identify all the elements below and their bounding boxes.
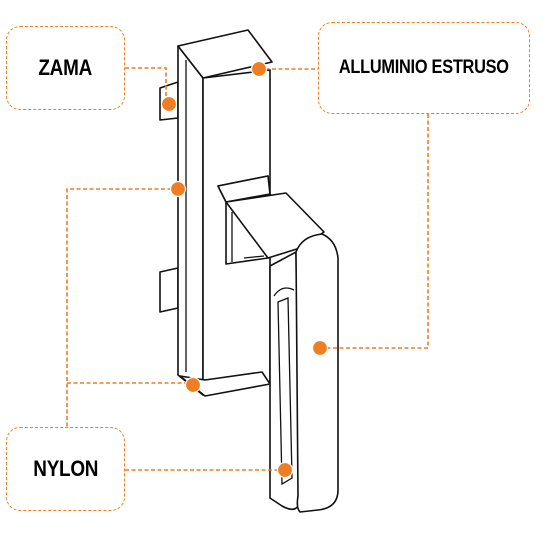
marker-nylon-bar — [169, 180, 187, 198]
leader-zama — [125, 67, 167, 104]
marker-alu-lever — [311, 339, 329, 357]
lower-tab — [159, 267, 179, 313]
rose-top — [217, 175, 271, 203]
bar-front — [177, 45, 204, 396]
callout-nylon: NYLON — [6, 427, 125, 511]
bar-bottom-cap — [179, 371, 271, 397]
leader-nylon-top — [66, 188, 178, 427]
label-alluminio: ALLUMINIO ESTRUSO — [339, 57, 509, 78]
callout-zama: ZAMA — [6, 26, 125, 110]
bar-cap — [177, 29, 273, 79]
label-nylon: NYLON — [33, 456, 98, 481]
leader-lines — [66, 67, 429, 471]
marker-nylon-groove — [276, 461, 294, 479]
lever-front — [295, 233, 339, 513]
callout-alluminio: ALLUMINIO ESTRUSO — [318, 22, 530, 114]
lever-groove — [277, 297, 293, 486]
marker-zama — [160, 95, 178, 113]
label-zama: ZAMA — [38, 55, 93, 80]
marker-alu-bar — [250, 60, 268, 78]
leader-alu-lever — [320, 114, 429, 349]
marker-nylon-cap — [184, 376, 202, 394]
